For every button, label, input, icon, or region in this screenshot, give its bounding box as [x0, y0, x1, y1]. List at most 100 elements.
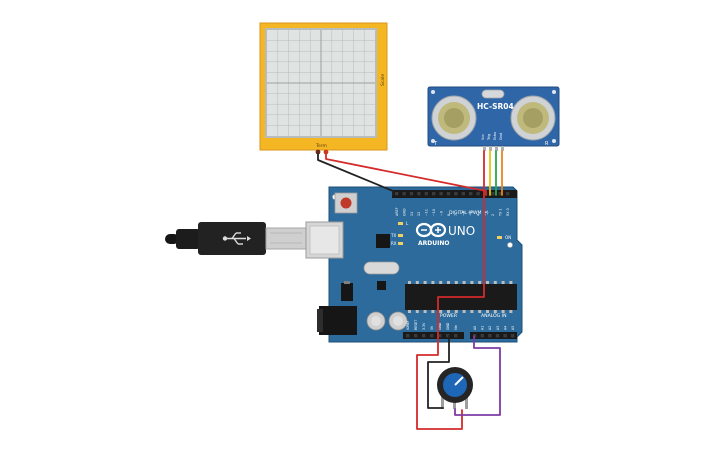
sensor-pin-gnd[interactable]	[501, 146, 504, 151]
power-pin-label: Vin	[454, 325, 458, 330]
digital-pin-label: 8	[447, 214, 451, 216]
sensor-pin-echo[interactable]	[495, 146, 498, 151]
header-pin[interactable]	[503, 334, 507, 338]
wire-scope-negative[interactable]	[317, 153, 394, 196]
digital-pin-label: GND	[402, 208, 406, 216]
analog-header-label: ANALOG IN	[481, 313, 507, 319]
digital-pin-label: 4	[476, 214, 480, 216]
sensor-transmitter	[431, 95, 477, 141]
power-pin-label: RESET	[414, 320, 418, 330]
sensor-pin-vcc[interactable]	[483, 146, 486, 151]
reset-button[interactable]	[334, 192, 358, 214]
arduino-logo	[415, 222, 447, 238]
header-pin[interactable]	[498, 192, 502, 196]
scope-terminal-negative[interactable]	[315, 149, 321, 155]
header-pin[interactable]	[491, 192, 495, 196]
pot-pin-right[interactable]	[465, 393, 468, 409]
digital-pin-label: ~3	[484, 211, 488, 216]
sensor-pin-label-vcc: Vcc	[481, 134, 485, 140]
digital-pin-label: 12	[417, 212, 421, 216]
led-on	[497, 236, 502, 239]
ultrasonic-sensor[interactable]: HC-SR04 Vcc Trig Echo Gnd T R	[427, 86, 560, 151]
header-pin[interactable]	[469, 192, 473, 196]
wire-pot-ground[interactable]	[427, 335, 450, 409]
scope-scale-label: Scale	[380, 74, 386, 86]
wire-sensor-vcc[interactable]	[416, 150, 485, 430]
analog-pin-label: A1	[481, 326, 485, 330]
header-pin[interactable]	[414, 334, 418, 338]
digital-pin-label: 13	[410, 212, 414, 216]
header-pin[interactable]	[511, 334, 515, 338]
pot-pin-left[interactable]	[441, 393, 444, 409]
header-pin[interactable]	[446, 334, 450, 338]
header-pin[interactable]	[406, 334, 410, 338]
scope-terminal-positive[interactable]	[323, 149, 329, 155]
board-model-label: UNO	[448, 224, 475, 238]
wire-pot-wiper[interactable]	[454, 335, 501, 416]
oscilloscope[interactable]: Scale Term	[259, 22, 388, 155]
digital-pin-label: ~9	[439, 211, 443, 216]
digital-pin-label: ~10	[432, 209, 436, 216]
analog-header[interactable]	[470, 332, 517, 339]
digital-pin-label: ~11	[425, 209, 429, 216]
digital-pin-label: AREF	[395, 207, 399, 216]
analog-pin-label: A0	[473, 326, 477, 330]
led-on-label: ON	[505, 235, 511, 240]
digital-pin-label: ~6	[462, 211, 466, 216]
header-pin[interactable]	[506, 192, 510, 196]
header-pin[interactable]	[409, 192, 414, 196]
analog-pin-label: A2	[488, 326, 492, 330]
power-pin-label: 3.3V	[422, 322, 426, 330]
led-tx	[398, 234, 403, 237]
sensor-crystal	[481, 89, 505, 99]
voltage-regulator	[341, 283, 353, 301]
digital-header[interactable]	[392, 190, 517, 198]
header-pin[interactable]	[430, 334, 434, 338]
header-pin[interactable]	[422, 334, 426, 338]
digital-pin-label: 2	[491, 214, 495, 216]
header-pin[interactable]	[461, 192, 465, 196]
digital-pin-label: TX 1	[499, 209, 503, 217]
header-pin[interactable]	[417, 192, 421, 196]
header-pin[interactable]	[495, 334, 500, 338]
digital-pin-label: ~5	[469, 211, 473, 216]
scope-terminal-label: Term	[315, 143, 327, 149]
power-pin-label: 5V	[430, 325, 434, 330]
potentiometer[interactable]	[437, 367, 473, 409]
led-tx-label: TX	[390, 233, 396, 238]
header-pin[interactable]	[446, 192, 451, 196]
header-pin[interactable]	[480, 334, 484, 338]
sensor-mark-t: T	[433, 141, 438, 147]
sensor-model-label: HC-SR04	[477, 102, 514, 111]
sensor-pin-label-echo: Echo	[493, 132, 497, 140]
sensor-pin-label-gnd: Gnd	[499, 133, 503, 140]
header-pin[interactable]	[402, 192, 406, 196]
board-brand-label: ARDUINO	[418, 240, 449, 247]
power-header-label: POWER	[440, 313, 458, 319]
header-pin[interactable]	[438, 334, 442, 338]
header-pin[interactable]	[395, 192, 399, 196]
usb-cable[interactable]	[165, 222, 307, 255]
analog-pin-label: A4	[503, 326, 507, 330]
power-header[interactable]	[403, 332, 464, 339]
header-pin[interactable]	[424, 192, 428, 196]
analog-pin-label: A3	[496, 326, 500, 330]
power-pin-label: GND	[446, 322, 450, 330]
header-pin[interactable]	[454, 334, 458, 338]
digital-pin-label: RX 0	[506, 208, 510, 216]
power-jack	[317, 306, 357, 335]
wire-scope-positive[interactable]	[325, 153, 487, 196]
capacitor	[388, 311, 408, 331]
capacitor	[366, 311, 386, 331]
header-pin[interactable]	[476, 192, 480, 196]
header-pin[interactable]	[488, 334, 492, 338]
power-pin-label: GND	[438, 322, 442, 330]
header-pin[interactable]	[439, 192, 443, 196]
arduino-uno-board[interactable]: L TX RX ON UNO ARDUINO DIGITAL (PWM ~) A…	[305, 186, 523, 343]
header-pin[interactable]	[454, 192, 458, 196]
header-pin[interactable]	[432, 192, 436, 196]
led-l-label: L	[406, 221, 409, 226]
sensor-pin-trig[interactable]	[489, 146, 492, 151]
led-l	[398, 222, 403, 225]
